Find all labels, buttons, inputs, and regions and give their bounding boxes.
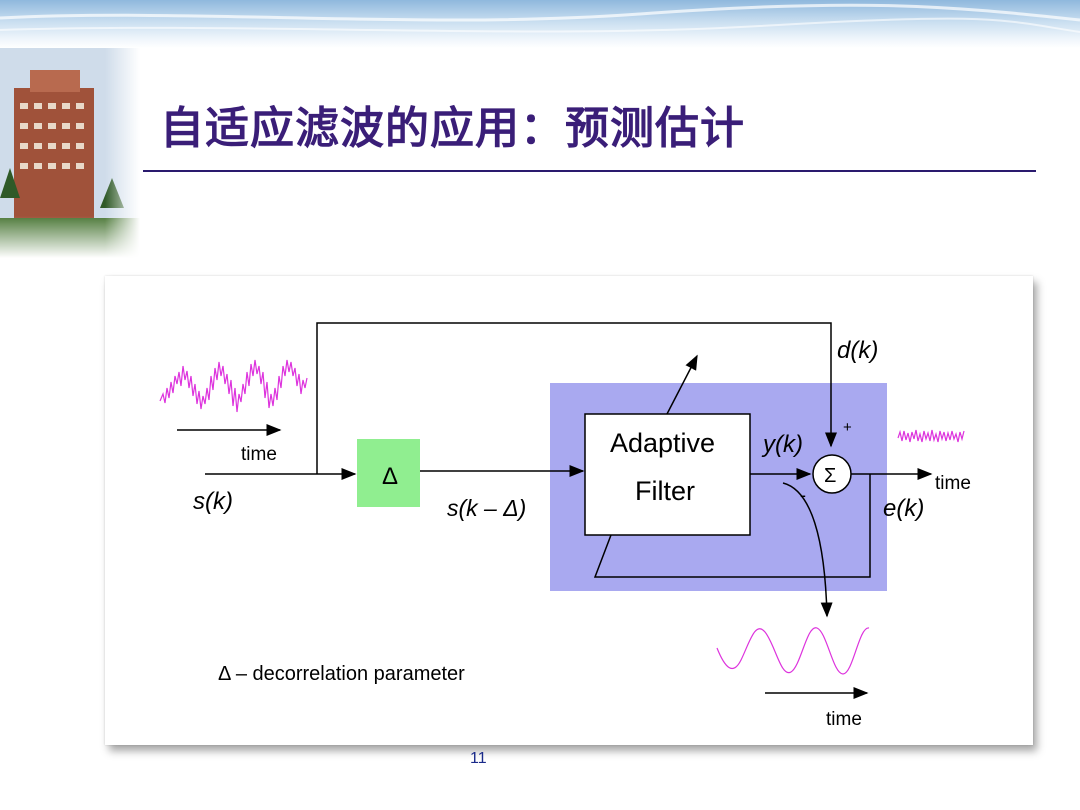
feedback-line (593, 474, 871, 578)
error-waveform (897, 429, 965, 443)
slide-title: 自适应滤波的应用：预测估计 (160, 103, 745, 154)
page-number: 11 (470, 750, 487, 767)
diagram-panel: time s(k) d(k) Δ s(k – Δ) Adaptive Filte… (105, 276, 1033, 745)
adaptation-arrow (666, 354, 698, 415)
prediction-output-path (782, 482, 833, 618)
error-signal-label: e(k) (883, 495, 924, 522)
prediction-waveform (716, 627, 870, 675)
adaptive-prediction-diagram: time s(k) d(k) Δ s(k – Δ) Adaptive Filte… (159, 322, 971, 730)
title-underline (143, 170, 1036, 172)
input-time-label: time (241, 444, 277, 465)
delayed-signal-label: s(k – Δ) (447, 495, 526, 521)
header-banner (0, 0, 1080, 48)
decorrelation-note: Δ – decorrelation parameter (218, 663, 465, 685)
output-signal-label: y(k) (761, 431, 803, 458)
minus-sign: - (800, 485, 806, 505)
plus-sign: + (843, 419, 852, 436)
delay-block (357, 439, 420, 507)
delay-symbol: Δ (382, 463, 398, 490)
desired-signal-label: d(k) (837, 337, 878, 364)
sum-symbol: Σ (824, 465, 836, 487)
filter-label-line2: Filter (635, 476, 695, 506)
error-time-label: time (935, 473, 971, 494)
input-signal-label: s(k) (193, 488, 233, 515)
input-waveform (159, 359, 308, 413)
desired-path-line (316, 322, 837, 474)
header-wave-decoration (0, 3, 1080, 33)
adaptive-filter-block (584, 413, 751, 536)
prediction-time-label: time (826, 709, 862, 730)
filter-label-line1: Adaptive (610, 428, 715, 458)
campus-building-image (0, 48, 140, 258)
